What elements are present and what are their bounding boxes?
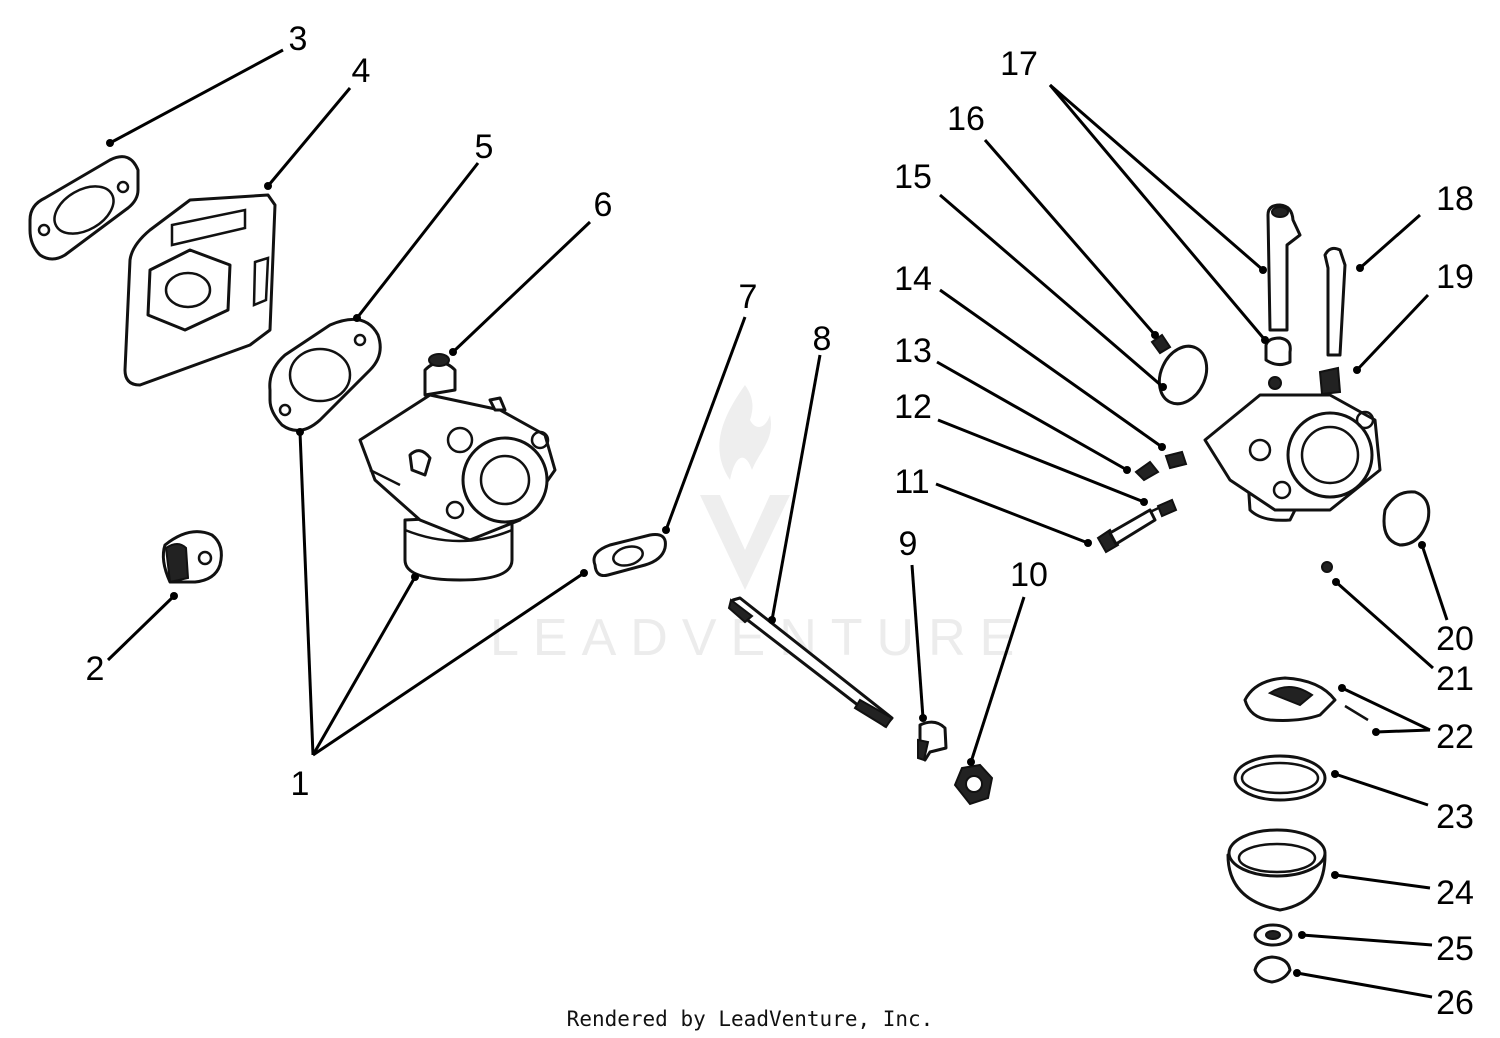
part-17-shaft	[1264, 203, 1302, 367]
callout-4: 4	[352, 52, 371, 90]
part-3-gasket	[28, 155, 140, 261]
part-19-spring	[1318, 366, 1342, 396]
callout-10: 10	[1010, 556, 1048, 594]
callout-8: 8	[813, 320, 832, 358]
carburetor-body	[1203, 376, 1382, 522]
callout-26: 26	[1436, 984, 1474, 1022]
callout-14: 14	[894, 260, 932, 298]
callout-25: 25	[1436, 930, 1474, 968]
callout-1: 1	[291, 765, 310, 803]
part-2-knob	[161, 530, 223, 584]
part-11-screw	[1096, 503, 1166, 554]
part-13-screw	[1134, 450, 1188, 482]
callout-18: 18	[1436, 180, 1474, 218]
callout-6: 6	[594, 186, 613, 224]
callout-19: 19	[1436, 258, 1474, 296]
part-20-cover	[1382, 490, 1431, 547]
part-22-float	[1243, 676, 1369, 722]
callout-21: 21	[1436, 660, 1474, 698]
part-4-insulator	[123, 193, 277, 387]
part-23-oring	[1233, 754, 1327, 802]
watermark-flame-icon	[719, 385, 771, 480]
callout-9: 9	[899, 525, 918, 563]
callout-11: 11	[894, 463, 929, 501]
callout-16: 16	[947, 100, 985, 138]
callout-20: 20	[1436, 620, 1474, 658]
part-7-gasket	[592, 533, 667, 577]
credit-footer: Rendered by LeadVenture, Inc.	[567, 1007, 934, 1031]
part-12-spring	[1156, 498, 1178, 518]
callout-17: 17	[1000, 45, 1038, 83]
part-18-shaft	[1323, 246, 1347, 357]
part-1-carburetor	[358, 353, 557, 582]
part-16-screw	[1150, 333, 1172, 355]
callout-22: 22	[1436, 718, 1474, 756]
part-10-nut	[953, 763, 994, 806]
leader-lines	[106, 48, 1449, 999]
callout-12: 12	[894, 388, 932, 426]
callout-13: 13	[894, 332, 932, 370]
part-15-plate	[1157, 344, 1209, 406]
callout-24: 24	[1436, 874, 1474, 912]
watermark-v-icon	[700, 495, 790, 590]
part-5-gasket	[268, 317, 382, 432]
part-25-washer	[1253, 923, 1293, 947]
callout-23: 23	[1436, 798, 1474, 836]
part-24-bowl	[1226, 828, 1327, 912]
leader-dots	[106, 139, 1426, 977]
part-21-jet	[1321, 561, 1333, 573]
callout-5: 5	[475, 128, 494, 166]
callout-2: 2	[86, 650, 105, 688]
callout-labels: 1 2 3 4 5 6 7 8 9 10 11 12 13 14 15 16 1…	[86, 20, 1474, 1022]
callout-15: 15	[894, 158, 932, 196]
callout-3: 3	[289, 20, 308, 58]
part-9-clip	[917, 720, 948, 762]
part-8-stud	[727, 596, 894, 729]
part-26-nut	[1253, 955, 1292, 984]
callout-7: 7	[739, 278, 758, 316]
